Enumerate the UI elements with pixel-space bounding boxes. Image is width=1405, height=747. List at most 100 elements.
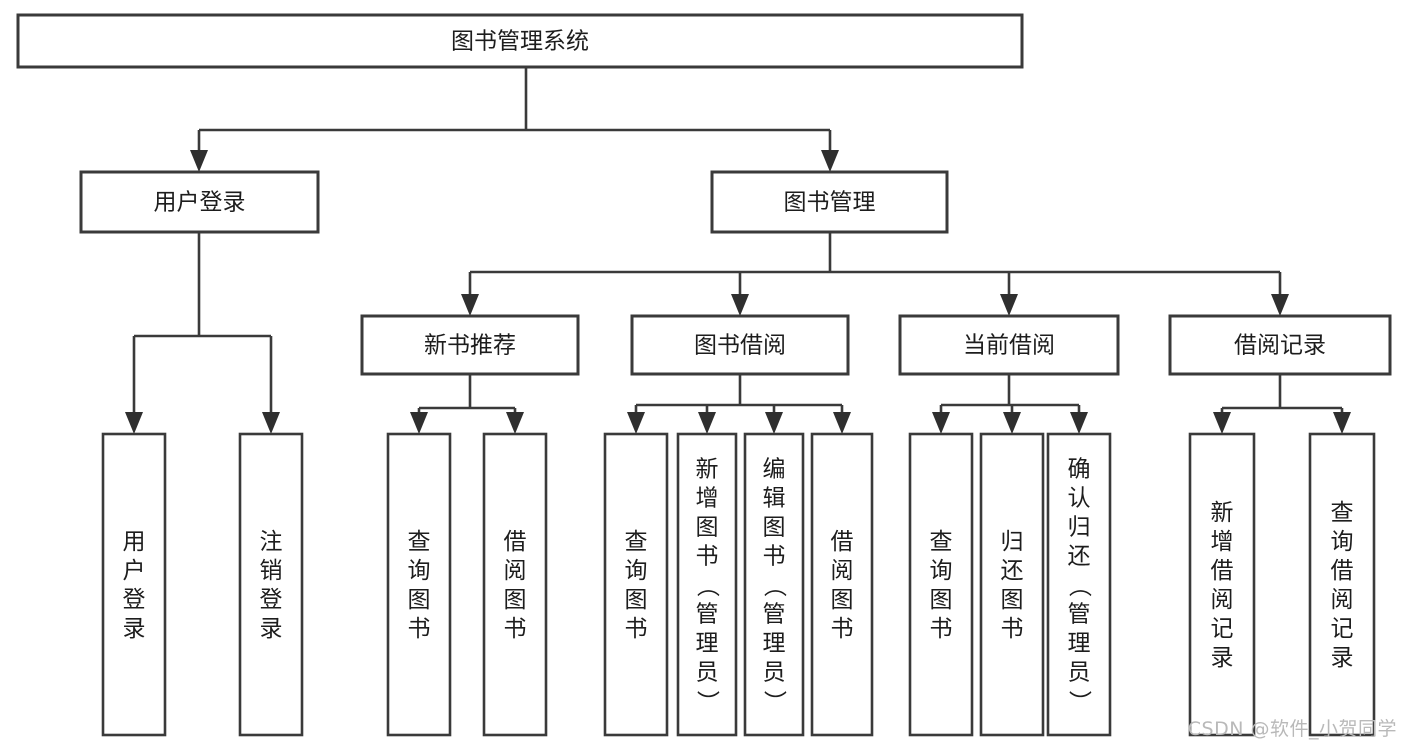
node-label: 当前借阅 bbox=[963, 333, 1055, 359]
arrow-head-icon bbox=[1271, 294, 1289, 316]
node-box[interactable] bbox=[908, 432, 974, 737]
arrow-head-icon bbox=[833, 412, 851, 434]
node-n-user-login[interactable]: 用户登录 bbox=[79, 170, 320, 234]
node-label-char: ） bbox=[1066, 690, 1092, 713]
node-label-char: 录 bbox=[260, 616, 283, 642]
node-label-char: 员 bbox=[763, 660, 786, 686]
node-label-char: 确 bbox=[1068, 457, 1091, 483]
node-label-char: 录 bbox=[1331, 645, 1354, 671]
arrow-head-icon bbox=[125, 412, 143, 434]
node-label-char: 查 bbox=[1331, 500, 1354, 526]
node-box[interactable] bbox=[386, 432, 452, 737]
node-label-char: 阅 bbox=[831, 558, 854, 584]
node-label-char: 阅 bbox=[1331, 587, 1354, 613]
node-label-char: 图 bbox=[696, 515, 719, 541]
node-box[interactable] bbox=[238, 432, 304, 737]
node-box[interactable] bbox=[16, 13, 1024, 69]
node-label-char: 查 bbox=[625, 529, 648, 555]
node-box[interactable] bbox=[898, 314, 1120, 376]
arrow-head-icon bbox=[410, 412, 428, 434]
arrow-head-icon bbox=[1333, 412, 1351, 434]
node-label: 新书推荐 bbox=[424, 333, 516, 359]
node-box[interactable] bbox=[810, 432, 874, 737]
node-n-cur-borrow[interactable]: 当前借阅 bbox=[898, 314, 1120, 376]
node-l-user-login[interactable]: 用户登录 bbox=[101, 432, 167, 737]
node-box[interactable] bbox=[743, 432, 805, 737]
node-n-borrow-rec[interactable]: 借阅记录 bbox=[1168, 314, 1392, 376]
node-box[interactable] bbox=[1168, 314, 1392, 376]
node-label-char: 书 bbox=[408, 616, 431, 642]
node-label-char: 登 bbox=[260, 587, 283, 613]
node-label-char: 询 bbox=[625, 558, 648, 584]
node-label-char: 登 bbox=[123, 587, 146, 613]
node-label-char: 书 bbox=[696, 544, 719, 570]
node-label: 图书借阅 bbox=[694, 333, 786, 359]
node-label-char: 书 bbox=[504, 616, 527, 642]
node-label-char: 增 bbox=[696, 486, 719, 512]
node-label: 用户登录 bbox=[154, 190, 246, 216]
arrow-head-icon bbox=[1000, 294, 1018, 316]
node-label-char: 图 bbox=[831, 587, 854, 613]
node-label-char: 阅 bbox=[1211, 587, 1234, 613]
node-box[interactable] bbox=[603, 432, 669, 737]
node-label-char: 增 bbox=[1211, 529, 1234, 555]
node-box[interactable] bbox=[482, 432, 548, 737]
node-label-char: 注 bbox=[260, 529, 283, 555]
arrow-head-icon bbox=[1213, 412, 1231, 434]
node-label-char: 用 bbox=[123, 529, 146, 555]
node-label-char: 管 bbox=[696, 602, 719, 628]
node-label-char: 阅 bbox=[504, 558, 527, 584]
node-label-char: 销 bbox=[260, 558, 283, 584]
arrow-head-icon bbox=[190, 150, 208, 172]
node-box[interactable] bbox=[710, 170, 949, 234]
node-box[interactable] bbox=[676, 432, 738, 737]
node-label-char: 书 bbox=[831, 616, 854, 642]
node-label-char: 图 bbox=[763, 515, 786, 541]
node-label-char: 新 bbox=[696, 457, 719, 483]
node-box[interactable] bbox=[1188, 432, 1256, 737]
node-label-char: 管 bbox=[1068, 602, 1091, 628]
arrow-head-icon bbox=[932, 412, 950, 434]
node-root[interactable]: 图书管理系统 bbox=[16, 13, 1024, 69]
arrow-head-icon bbox=[506, 412, 524, 434]
node-label-char: 借 bbox=[1211, 558, 1234, 584]
node-label-char: 还 bbox=[1068, 544, 1091, 570]
arrow-head-icon bbox=[821, 150, 839, 172]
node-label-char: 理 bbox=[1068, 631, 1091, 657]
node-label-char: 员 bbox=[1068, 660, 1091, 686]
node-box[interactable] bbox=[630, 314, 850, 376]
node-label-char: 新 bbox=[1211, 500, 1234, 526]
node-label-char: 理 bbox=[763, 631, 786, 657]
node-label: 图书管理系统 bbox=[451, 29, 589, 55]
node-label: 图书管理 bbox=[784, 190, 876, 216]
node-n-book-borrow[interactable]: 图书借阅 bbox=[630, 314, 850, 376]
node-label-char: 归 bbox=[1068, 515, 1091, 541]
node-box[interactable] bbox=[1046, 432, 1112, 737]
node-box[interactable] bbox=[979, 432, 1045, 737]
node-box[interactable] bbox=[101, 432, 167, 737]
node-label-char: 图 bbox=[504, 587, 527, 613]
node-box[interactable] bbox=[360, 314, 580, 376]
node-label-char: 编 bbox=[763, 457, 786, 483]
node-n-new-rec[interactable]: 新书推荐 bbox=[360, 314, 580, 376]
node-label-char: （ bbox=[1066, 574, 1092, 597]
connector-borrow-rec-bus bbox=[1213, 374, 1351, 434]
node-label: 借阅记录 bbox=[1234, 333, 1326, 359]
node-box[interactable] bbox=[1308, 432, 1376, 737]
node-label-char: 询 bbox=[1331, 529, 1354, 555]
node-n-book-manage[interactable]: 图书管理 bbox=[710, 170, 949, 234]
node-box[interactable] bbox=[79, 170, 320, 234]
